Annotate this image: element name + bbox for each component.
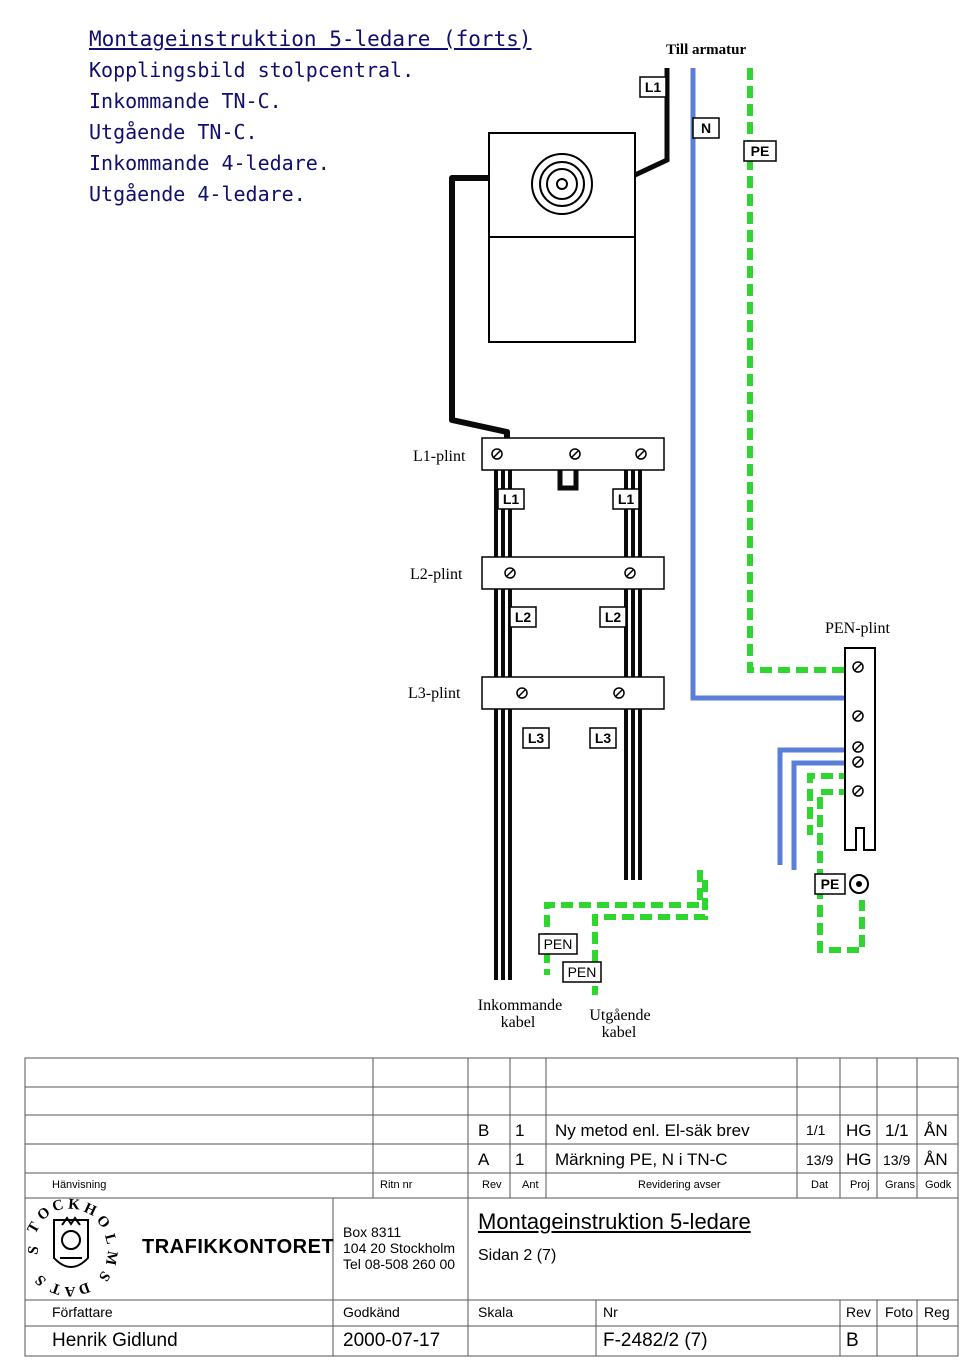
svg-text:T: T	[25, 1220, 44, 1237]
heading-line: Utgående TN-C.	[89, 120, 258, 144]
svg-text:D: D	[76, 1279, 92, 1298]
svg-text:K: K	[67, 1197, 80, 1214]
tag-l3-in: L3	[528, 730, 545, 746]
department-name: TRAFIKKONTORET	[142, 1236, 335, 1258]
svg-text:L: L	[101, 1232, 119, 1246]
neutral-wires	[690, 68, 851, 870]
address-line: Box 8311	[343, 1224, 402, 1240]
l1-plint	[481, 437, 665, 471]
svg-text:S: S	[32, 1271, 49, 1288]
rev-b-letter: B	[478, 1121, 490, 1140]
l3-plint	[481, 676, 665, 710]
phone-line: Tel 08-508 260 00	[343, 1256, 456, 1272]
footer-header-forfattare: Författare	[52, 1304, 113, 1320]
header-grans: Grans	[885, 1179, 915, 1191]
tag-n: N	[701, 120, 711, 136]
heading-line: Utgående 4-ledare.	[89, 182, 306, 206]
tag-pe-plint: PE	[821, 876, 840, 892]
svg-text:T: T	[49, 1279, 64, 1297]
header-godk: Godk	[925, 1179, 952, 1191]
label-l3-plint: L3-plint	[408, 685, 461, 702]
svg-text:O: O	[93, 1212, 113, 1231]
current-revision: B	[846, 1330, 859, 1351]
page-title: Montageinstruktion 5-ledare (forts)	[89, 27, 532, 51]
svg-text:A: A	[64, 1283, 75, 1299]
rev-a-ant: 1	[515, 1150, 525, 1169]
svg-text:H: H	[81, 1200, 99, 1220]
label-incoming-line2: kabel	[501, 1014, 536, 1031]
document-title: Montageinstruktion 5-ledare	[478, 1209, 751, 1234]
tag-pen-out: PEN	[568, 964, 597, 980]
footer-header-skala: Skala	[478, 1304, 514, 1320]
header-dat: Dat	[811, 1179, 829, 1191]
heading-line: Inkommande TN-C.	[89, 89, 282, 113]
footer-header-nr: Nr	[603, 1304, 618, 1320]
tag-l1-out: L1	[618, 491, 635, 507]
label-l1-plint: L1-plint	[413, 448, 466, 465]
stockholms-stad-logo: S T O C K H O L M S D A T S	[25, 1197, 121, 1299]
rev-b-ant: 1	[515, 1121, 525, 1140]
tag-l1-armatur: L1	[645, 79, 662, 95]
svg-text:S: S	[95, 1268, 113, 1284]
label-pen-plint: PEN-plint	[825, 620, 890, 637]
footer-header-reg: Reg	[924, 1304, 950, 1320]
rev-b-description: Ny metod enl. El-säk brev	[555, 1121, 750, 1140]
heading-line: Kopplingsbild stolpcentral.	[89, 58, 415, 82]
tag-l3-out: L3	[595, 730, 612, 746]
rev-b-godk: ÅN	[924, 1121, 948, 1140]
svg-text:C: C	[51, 1197, 66, 1215]
tag-l2-in: L2	[515, 609, 532, 625]
svg-text:S: S	[25, 1245, 42, 1256]
rev-b-grans: 1/1	[885, 1121, 909, 1140]
footer-header-rev: Rev	[846, 1304, 871, 1320]
svg-text:M: M	[102, 1250, 120, 1267]
pen-plint	[844, 647, 876, 894]
address-line: 104 20 Stockholm	[343, 1240, 456, 1256]
rev-a-grans: 13/9	[883, 1152, 911, 1168]
tag-l2-out: L2	[605, 609, 622, 625]
header-revidering: Revidering avser	[638, 1179, 721, 1191]
rev-a-date: 13/9	[806, 1152, 834, 1168]
header-ritn-nr: Ritn nr	[380, 1179, 413, 1191]
header-proj: Proj	[850, 1179, 870, 1191]
rev-a-letter: A	[478, 1150, 490, 1169]
rev-a-proj: HG	[846, 1150, 872, 1169]
footer-header-foto: Foto	[885, 1304, 914, 1320]
rev-a-godk: ÅN	[924, 1150, 948, 1169]
phase-wires	[449, 68, 670, 980]
header-ant: Ant	[522, 1179, 539, 1191]
drawing-number: F-2482/2 (7)	[603, 1330, 708, 1351]
instruction-heading: Montageinstruktion 5-ledare (forts) Kopp…	[89, 24, 532, 210]
header-hanvisning: Hänvisning	[52, 1179, 107, 1191]
l2-plint	[481, 556, 665, 590]
heading-line: Inkommande 4-ledare.	[89, 151, 330, 175]
luminaire-box	[488, 132, 636, 343]
rev-b-proj: HG	[846, 1121, 872, 1140]
header-rev: Rev	[482, 1179, 502, 1191]
tag-pen-in: PEN	[544, 936, 573, 952]
label-l2-plint: L2-plint	[410, 566, 463, 583]
tag-l1-in: L1	[503, 491, 520, 507]
svg-text:O: O	[34, 1204, 53, 1224]
label-outgoing-line2: kabel	[602, 1024, 637, 1041]
footer-header-godkand: Godkänd	[343, 1304, 400, 1320]
rev-b-date: 1/1	[806, 1122, 826, 1138]
document-page: Sidan 2 (7)	[478, 1247, 557, 1264]
approval-date: 2000-07-17	[343, 1330, 441, 1351]
wiring-diagram: L1 N PE L1 L1 L2 L2 L3 L3 PE PEN PEN Til…	[408, 42, 890, 1041]
label-till-armatur: Till armatur	[666, 42, 746, 58]
rev-a-description: Märkning PE, N i TN-C	[555, 1150, 728, 1169]
author-name: Henrik Gidlund	[52, 1330, 178, 1351]
label-outgoing-line1: Utgående	[589, 1007, 650, 1024]
label-incoming-line1: Inkommande	[478, 997, 562, 1014]
tag-pe-armatur: PE	[751, 143, 770, 159]
